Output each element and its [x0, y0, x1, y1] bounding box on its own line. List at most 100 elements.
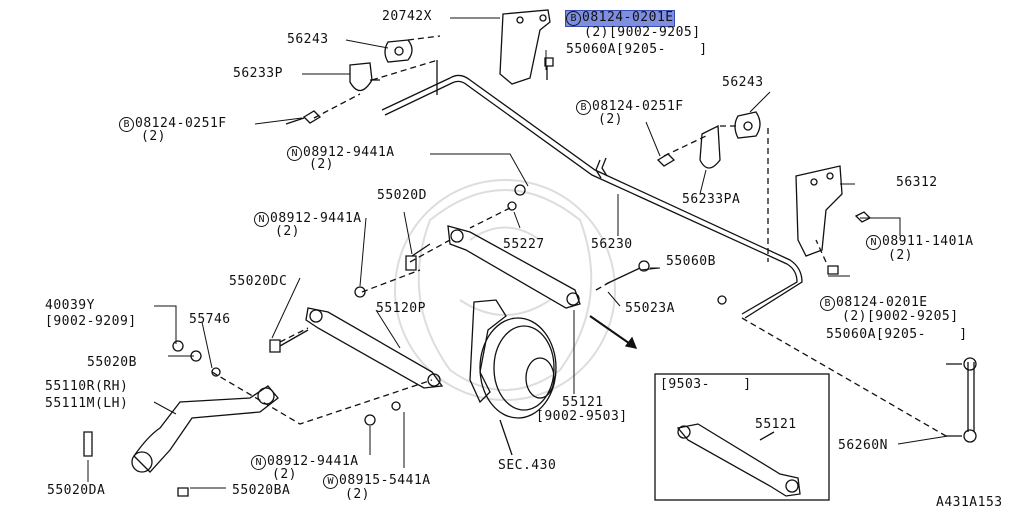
circled-prefix-icon: N	[287, 146, 302, 161]
part-label-20742x: 20742X	[382, 10, 432, 24]
part-label-55020d: 55020D	[377, 189, 427, 203]
part-number-text: [9002-9209]	[45, 314, 137, 329]
part-number-text: 55020DA	[47, 483, 106, 498]
part-label-08124-0201e-right-qty: (2)[9002-9205]	[842, 310, 959, 324]
arrow-head-icon	[624, 336, 638, 349]
part-number-text: 55020DC	[229, 274, 288, 289]
part-label-55060a-top: 55060A[9205- ]	[566, 43, 708, 57]
part-label-56233pa: 56233PA	[682, 193, 740, 207]
part-number-text: 56233P	[233, 66, 283, 81]
part-label-55060b: 55060B	[666, 255, 716, 269]
part-label-sec430: SEC.430	[498, 459, 556, 473]
part-number-text: SEC.430	[498, 458, 557, 473]
part-number-text: 55111M(LH)	[45, 396, 129, 411]
part-number-text: 56243	[287, 32, 329, 47]
part-label-55060a-right: 55060A[9205- ]	[826, 328, 968, 342]
part-label-inset-range: [9503- ]	[660, 378, 752, 392]
part-number-text: (2)	[598, 112, 623, 127]
part-label-55020b: 55020B	[87, 356, 137, 370]
part-number-text: [9002-9503]	[536, 409, 628, 424]
circled-prefix-icon: B	[576, 100, 591, 115]
part-number-text: 55121	[562, 395, 604, 410]
part-number-text: 56243	[722, 75, 764, 90]
part-number-text: (2)	[309, 157, 334, 172]
link-55121	[405, 225, 581, 309]
part-number-text: 56233PA	[682, 192, 741, 207]
part-label-55121-inset: 55121	[755, 418, 797, 432]
part-label-08912-9441a-bot-qty: (2)	[272, 468, 297, 482]
part-number-text: [9503- ]	[660, 377, 752, 392]
part-label-55023a: 55023A	[625, 302, 675, 316]
part-label-56230: 56230	[591, 238, 633, 252]
watermark-logo	[394, 179, 616, 401]
inset-link-55121	[676, 423, 801, 497]
part-number-text: 55020D	[377, 188, 427, 203]
part-number-text: 56312	[896, 175, 938, 190]
part-number-text: 55060A[9205- ]	[826, 327, 968, 342]
part-label-08912-9441a-mid-qty: (2)	[275, 225, 300, 239]
link-55120p	[269, 307, 444, 389]
part-number-text: 08912-9441A	[267, 454, 359, 469]
part-label-55020dc: 55020DC	[229, 275, 287, 289]
part-label-56260n: 56260N	[838, 439, 888, 453]
part-label-56243-left: 56243	[287, 33, 329, 47]
bushing-left	[285, 39, 413, 125]
part-number-text: 55120P	[376, 301, 426, 316]
part-number-text: 55746	[189, 312, 231, 327]
part-number-text: 56230	[591, 237, 633, 252]
bracket-20742x	[499, 9, 554, 85]
small-fasteners	[172, 184, 727, 426]
part-label-40039y: 40039Y	[45, 299, 95, 313]
part-number-text: 08915-5441A	[339, 473, 431, 488]
part-label-08912-9441a-top-qty: (2)	[309, 158, 334, 172]
bracket-56312	[795, 165, 872, 275]
part-label-55020da: 55020DA	[47, 484, 105, 498]
part-number-text: (2)	[275, 224, 300, 239]
part-number-text: (2)	[141, 129, 166, 144]
part-number-text: (2)	[272, 467, 297, 482]
part-number-text: 08912-9441A	[270, 211, 362, 226]
stabilizer-bar	[381, 60, 803, 319]
part-number-text: 55020BA	[232, 483, 291, 498]
part-number-text: 56260N	[838, 438, 888, 453]
circled-prefix-icon: B	[119, 117, 134, 132]
part-number-text: 55110R(RH)	[45, 379, 129, 394]
part-number-text: (2)[9002-9205]	[842, 309, 959, 324]
part-number-text: 08124-0251F	[592, 99, 684, 114]
part-number-text: 55023A	[625, 301, 675, 316]
part-number-text: 55060A[9205- ]	[566, 42, 708, 57]
part-number-text: 08124-0251F	[135, 116, 227, 131]
circled-prefix-icon: W	[323, 474, 338, 489]
part-label-55120p: 55120P	[376, 302, 426, 316]
inset-box	[654, 373, 830, 501]
part-number-text: 08124-0201E	[836, 295, 928, 310]
circled-prefix-icon: N	[254, 212, 269, 227]
part-number-text: (2)	[888, 248, 913, 263]
part-label-55110r: 55110R(RH)	[45, 380, 128, 394]
part-label-08124-0251f-right-qty: (2)	[598, 113, 623, 127]
stabilizer-link	[946, 357, 977, 443]
part-number-text: 55121	[755, 417, 797, 432]
part-label-55121-range: [9002-9503]	[536, 410, 628, 424]
hub-assembly	[469, 299, 557, 456]
part-label-55121-main: 55121	[562, 396, 604, 410]
part-number-text: 55020B	[87, 355, 137, 370]
part-number-text: 08124-0201E	[582, 10, 674, 25]
part-label-55020ba: 55020BA	[232, 484, 290, 498]
part-label-56243-right: 56243	[722, 76, 764, 90]
part-number-text: 08911-1401A	[882, 234, 974, 249]
part-label-56233p: 56233P	[233, 67, 283, 81]
part-label-55746: 55746	[189, 313, 231, 327]
part-number-text: A431A153	[936, 495, 1003, 510]
